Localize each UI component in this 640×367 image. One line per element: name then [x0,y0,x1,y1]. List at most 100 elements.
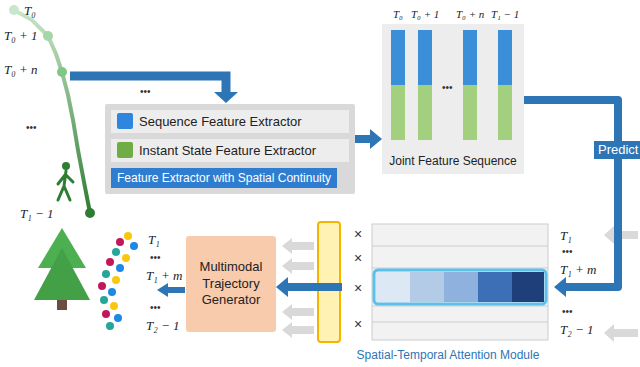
predicted-trajectories-part [110,302,118,310]
tree-icon-part [34,248,90,300]
joint-feature-panel-part [418,30,432,85]
connector [355,129,382,149]
predicted-trajectories-part [116,238,124,246]
time-label: T₀ + 1 [4,28,38,44]
predicted-trajectories-part [116,264,124,272]
pedestrian-icon [58,162,73,200]
joint-feature-panel [382,24,524,174]
predicted-trajectories-part [108,288,116,296]
predicted-trajectories-part [112,248,120,256]
ellipsis: ••• [562,306,573,317]
attention-grid-part [372,322,548,323]
time-label: T₀ [393,8,403,20]
node-text: Feature Extractor with Spatial Continuit… [111,168,337,188]
attention-grid-part [372,268,548,269]
time-label: T₁ + m [146,268,182,284]
connector [276,277,342,297]
time-label: T₀ + n [456,8,484,20]
joint-feature-panel-part [391,85,405,140]
attention-grid-part [372,224,548,340]
output-arrow-part [157,283,168,297]
time-label: T₁ [148,232,160,248]
multiply-sign: × [354,316,362,332]
gray-flow-arrows-part [282,238,314,254]
extractor-row: Instant State Feature Extractor [111,139,349,162]
node-text: Multimodal Trajectory Generator [192,259,270,310]
gray-flow-arrows-part [282,304,314,320]
ellipsis: ••• [140,86,151,97]
multiply-sign: × [354,280,362,296]
input-arrow-part [214,92,238,103]
observed-trajectory-part [57,67,67,77]
attention-grid-part [478,272,512,302]
output-arrow [157,283,185,297]
predicted-trajectories-part [102,310,110,318]
time-label: T₁ + m [560,262,596,278]
joint-feature-panel-part [498,30,512,85]
gray-flow-arrows-part [282,258,314,274]
ellipsis: ••• [562,246,573,257]
joint-feature-panel-part [463,30,477,85]
predicted-trajectories-part [130,242,138,250]
predicted-trajectories [98,232,138,330]
predicted-trajectories-part [106,258,114,266]
input-arrow [70,76,238,103]
weighted-sum-bar [318,222,340,342]
connector [524,100,618,297]
predicted-trajectories-part [106,322,114,330]
feature-extractor-box: Feature Extractor with Spatial Continuit… [105,104,355,194]
observed-trajectory-part [43,31,53,41]
time-label: T₁ − 1 [491,8,519,20]
connector-line [355,135,370,143]
attention-grid-part [372,246,548,247]
attention-grid-part [372,306,548,307]
arrow-head [370,129,382,149]
connector-line [524,100,618,287]
pedestrian-icon-part [58,171,73,200]
time-label: T₁ − 1 [20,206,54,222]
joint-feature-panel-part [463,85,477,140]
predicted-trajectories-part [102,270,110,278]
node-text: Spatial-Temporal Attention Module [357,348,540,362]
arrow-head [276,277,288,297]
attention-grid-part [512,272,544,302]
time-label: T₀ + 1 [411,8,439,20]
predicted-trajectories-part [100,296,108,304]
edge-label: Predict [594,141,640,159]
connector-line [288,283,342,291]
attention-grid-part [374,270,546,304]
arrow-head [554,277,566,297]
node-text: Joint Feature Sequence [389,154,516,168]
predicted-trajectories-part [112,276,120,284]
predicted-trajectories-part [124,232,132,240]
tree-icon [34,228,90,310]
time-label: T₀ [24,3,36,19]
node-text: Sequence Feature Extractor [139,114,343,129]
observed-trajectory-part [85,208,95,218]
ellipsis: ••• [150,302,161,313]
gray-flow-arrows-part [604,324,638,342]
time-label: T₂ − 1 [146,318,180,334]
attention-grid [372,224,548,340]
attention-module: Spatial-Temporal Attention Module [342,222,554,364]
time-label: T₁ [560,228,572,244]
ellipsis: ••• [442,82,453,93]
joint-feature-panel-part [391,30,405,85]
weighted-sum-bar-part [318,222,340,342]
time-label: T₀ + n [4,62,38,78]
feature-sequence-box: Joint Feature Sequence [382,24,524,174]
tree-icon-part [57,300,67,310]
attention-grid-part [376,272,410,302]
joint-feature-panel-part [498,85,512,140]
pedestrian-icon-part [62,162,70,170]
joint-feature-panel-part [418,85,432,140]
predicted-trajectories-part [98,282,106,290]
multiply-sign: × [354,226,362,242]
generator-box: Multimodal Trajectory Generator [186,236,276,332]
multiply-sign: × [354,250,362,266]
ellipsis: ••• [150,252,161,263]
attention-grid-part [410,272,444,302]
observed-trajectory-part [9,5,19,15]
predicted-trajectories-part [122,254,130,262]
